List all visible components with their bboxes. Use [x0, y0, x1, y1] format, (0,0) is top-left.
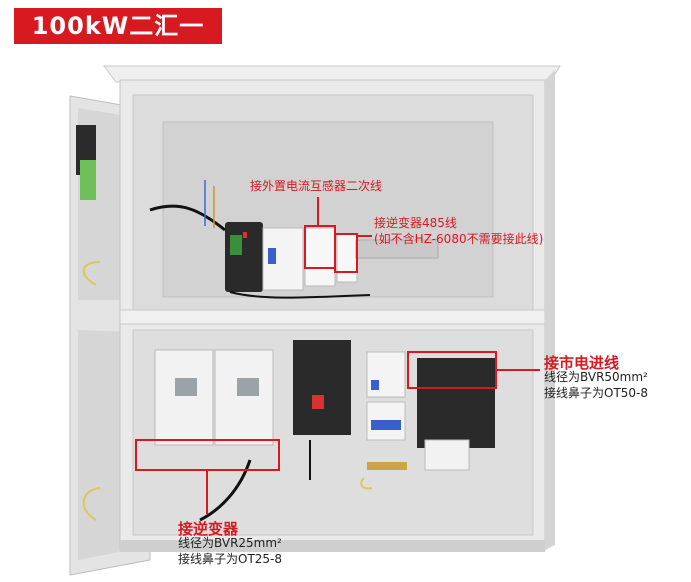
cabinet-body — [119, 70, 555, 552]
lower-devices — [154, 340, 495, 522]
grid-in-wire-spec: 线径为BVR50mm² — [544, 370, 648, 384]
inverter-485-label: 接逆变器485线 — [374, 216, 457, 230]
ct-secondary-label: 接外置电流互感器二次线 — [250, 179, 383, 193]
rs485-highlight-box — [334, 233, 358, 273]
inverter-485-note: (如不含HZ-6080不需要接此线) — [374, 232, 544, 246]
upper-devices — [149, 180, 439, 299]
inverter-in-label: 接逆变器 — [178, 520, 239, 538]
grid-in-lug-spec: 接线鼻子为OT50-8 — [544, 386, 649, 400]
inverter-in-lug-spec: 接线鼻子为OT25-8 — [178, 552, 283, 566]
inverter-in-wire-spec: 线径为BVR25mm² — [178, 536, 282, 550]
grid-in-label: 接市电进线 — [544, 354, 620, 372]
title-badge: 100kW二汇一 — [14, 8, 222, 44]
highlight-boxes — [135, 197, 540, 514]
ground-wires — [82, 261, 373, 521]
